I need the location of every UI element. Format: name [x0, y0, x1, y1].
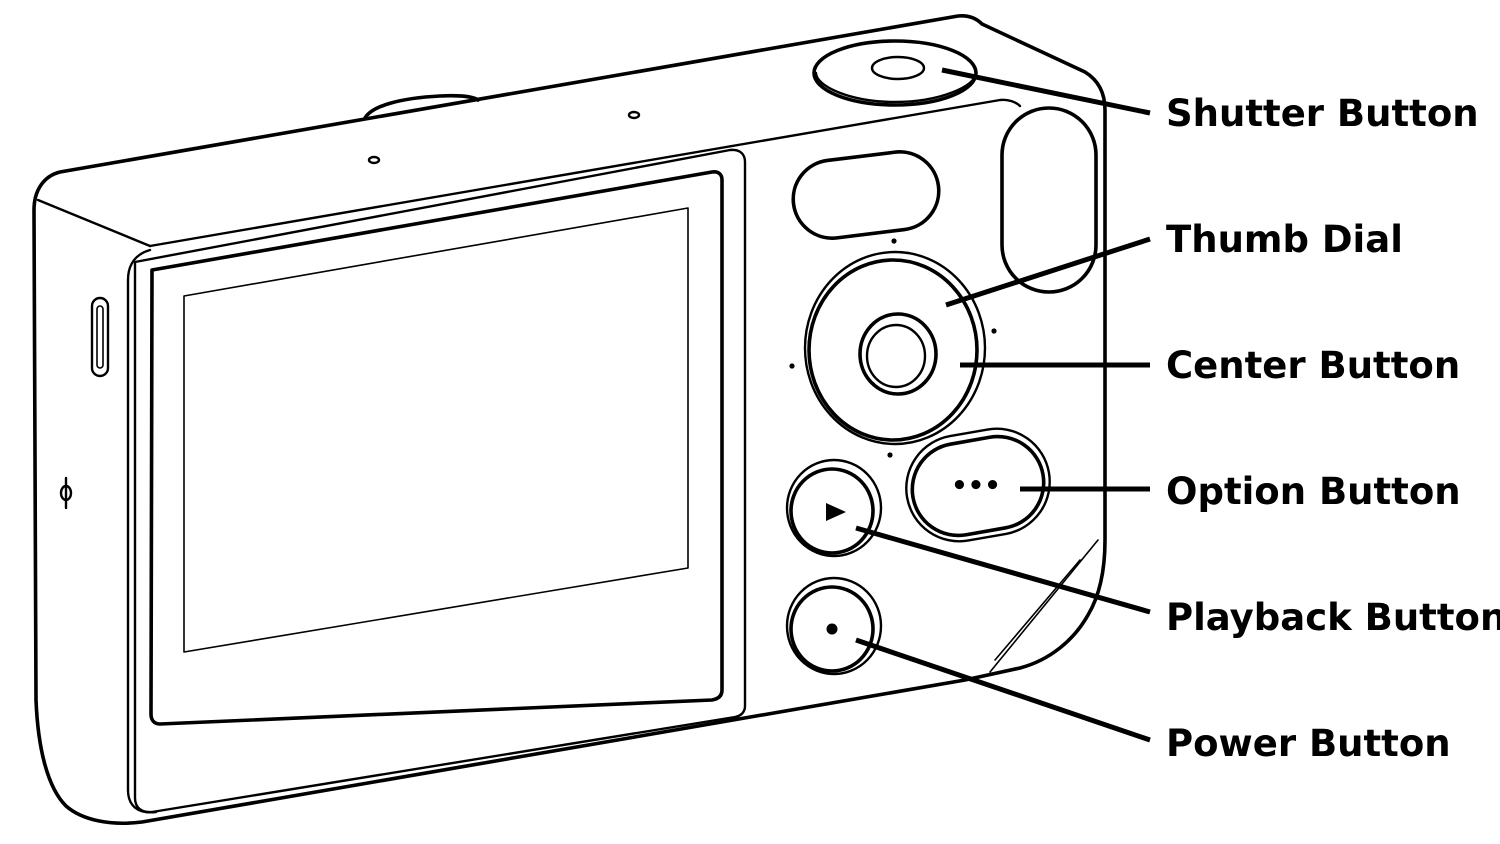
- thumb-dial[interactable]: [789, 238, 997, 458]
- leader-playback: [855, 525, 1151, 615]
- edge-facet-b: [994, 559, 1081, 661]
- label-thumb-dial: Thumb Dial: [1166, 218, 1403, 261]
- dial-dot-left: [789, 363, 795, 369]
- power-button[interactable]: [785, 576, 883, 676]
- thumb-grip: [1000, 106, 1098, 294]
- upper-button[interactable]: [789, 147, 943, 242]
- top-back-edge: [148, 98, 1022, 248]
- center-button[interactable]: [858, 312, 938, 396]
- shutter-button[interactable]: [812, 39, 978, 107]
- power-dot-icon: [826, 623, 838, 635]
- leader-power: [855, 637, 1151, 743]
- top-face-edge: [36, 198, 152, 248]
- screen-bezel: [149, 170, 724, 726]
- lcd-screen: [133, 148, 747, 814]
- dial-dot-right: [991, 328, 997, 334]
- camera-body: [32, 14, 1107, 826]
- option-button[interactable]: •••: [898, 420, 1058, 549]
- screen-display: [183, 207, 689, 653]
- option-dots-icon: •••: [951, 471, 1001, 501]
- label-option-button: Option Button: [1166, 470, 1461, 513]
- edge-facet-a: [989, 539, 1099, 673]
- side-port-icon: [59, 476, 73, 510]
- label-playback-button: Playback Button: [1166, 596, 1500, 639]
- callout-labels: Shutter Button Thumb Dial Center Button …: [1166, 92, 1500, 765]
- label-shutter-button: Shutter Button: [1166, 92, 1479, 135]
- playback-button[interactable]: [785, 458, 883, 558]
- label-power-button: Power Button: [1166, 722, 1451, 765]
- mic-hole-right: [627, 110, 641, 120]
- strap-lug: [90, 296, 110, 378]
- mic-hole-left: [367, 155, 381, 165]
- dial-dot-top: [891, 238, 897, 244]
- dial-dot-bottom: [887, 452, 893, 458]
- strap-lug-inner: [96, 305, 104, 369]
- top-lens-bump: [363, 93, 480, 120]
- shutter-top: [870, 55, 926, 81]
- shutter-side: [814, 71, 978, 104]
- label-center-button: Center Button: [1166, 344, 1460, 387]
- leader-shutter: [941, 67, 1151, 116]
- screen-bezel-outer: [133, 148, 747, 814]
- leader-thumb-dial: [945, 236, 1151, 308]
- center-button-face: [865, 323, 927, 389]
- thumb-dial-ring: [807, 258, 979, 442]
- body-outline: [32, 14, 1107, 826]
- leader-lines: [855, 67, 1151, 743]
- play-icon: [826, 503, 846, 521]
